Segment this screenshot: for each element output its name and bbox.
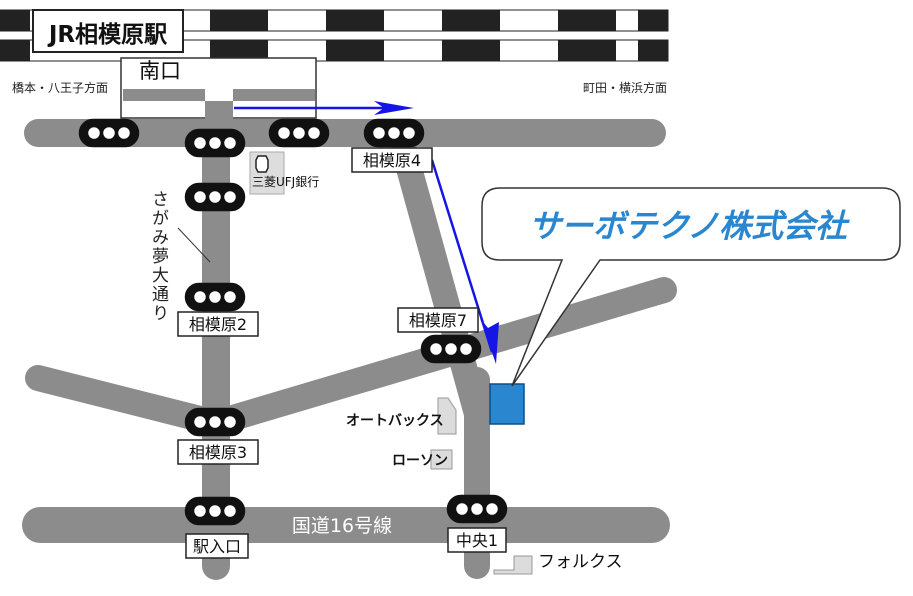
direction-west-label: 橋本・八王子方面 — [12, 80, 108, 95]
intersection-sagamihara3: 相模原3 — [189, 443, 247, 462]
traffic-signals — [78, 118, 508, 526]
company-name: サーボテクノ株式会社 — [529, 207, 850, 245]
road-diagonal-south — [391, 137, 490, 427]
bank-logo-icon — [255, 155, 269, 173]
bank-landmark — [249, 151, 285, 195]
folks-building — [493, 555, 533, 575]
folks-label: フォルクス — [538, 552, 623, 572]
company-callout-bubble — [481, 187, 901, 387]
traffic-signal-icon — [184, 128, 246, 158]
autobacs-building — [437, 397, 457, 435]
intersection-sagamihara2: 相模原2 — [189, 315, 247, 334]
traffic-signal-icon — [184, 282, 246, 312]
traffic-signal-icon — [184, 407, 246, 437]
national-route-label: 国道16号線 — [292, 515, 392, 537]
traffic-signal-icon — [184, 182, 246, 212]
intersection-chuo1: 中央1 — [456, 531, 498, 550]
station-building — [32, 9, 317, 127]
lawson-label: ローソン — [392, 453, 448, 469]
traffic-signal-icon — [78, 118, 140, 148]
lawson-building — [430, 449, 453, 470]
route-arrows — [234, 101, 499, 364]
direction-east-label: 町田・横浜方面 — [583, 80, 667, 95]
traffic-signal-icon — [420, 334, 482, 364]
street-label-leader — [177, 227, 211, 263]
street-name-label: さがみ夢大通り — [148, 190, 169, 323]
traffic-signal-icon — [184, 496, 246, 526]
traffic-signal-icon — [446, 494, 508, 524]
traffic-signal-icon — [268, 118, 330, 148]
intersection-ekiiriguchi: 駅入口 — [193, 537, 241, 556]
station-name: JR相模原駅 — [47, 22, 167, 48]
intersection-labels: 相模原4 相模原2 相模原7 相模原3 駅入口 中央1 — [177, 147, 507, 559]
company-location-marker — [489, 383, 525, 425]
traffic-signal-icon — [363, 118, 425, 148]
intersection-sagamihara7: 相模原7 — [409, 311, 467, 330]
intersection-sagamihara4: 相模原4 — [363, 151, 421, 170]
route-arrow-east-icon — [374, 101, 414, 115]
bank-label: 三菱UFJ銀行 — [252, 175, 319, 189]
station-exit-label: 南口 — [139, 59, 181, 83]
autobacs-label: オートバックス — [346, 413, 444, 429]
route-arrow-south-icon — [480, 318, 499, 364]
